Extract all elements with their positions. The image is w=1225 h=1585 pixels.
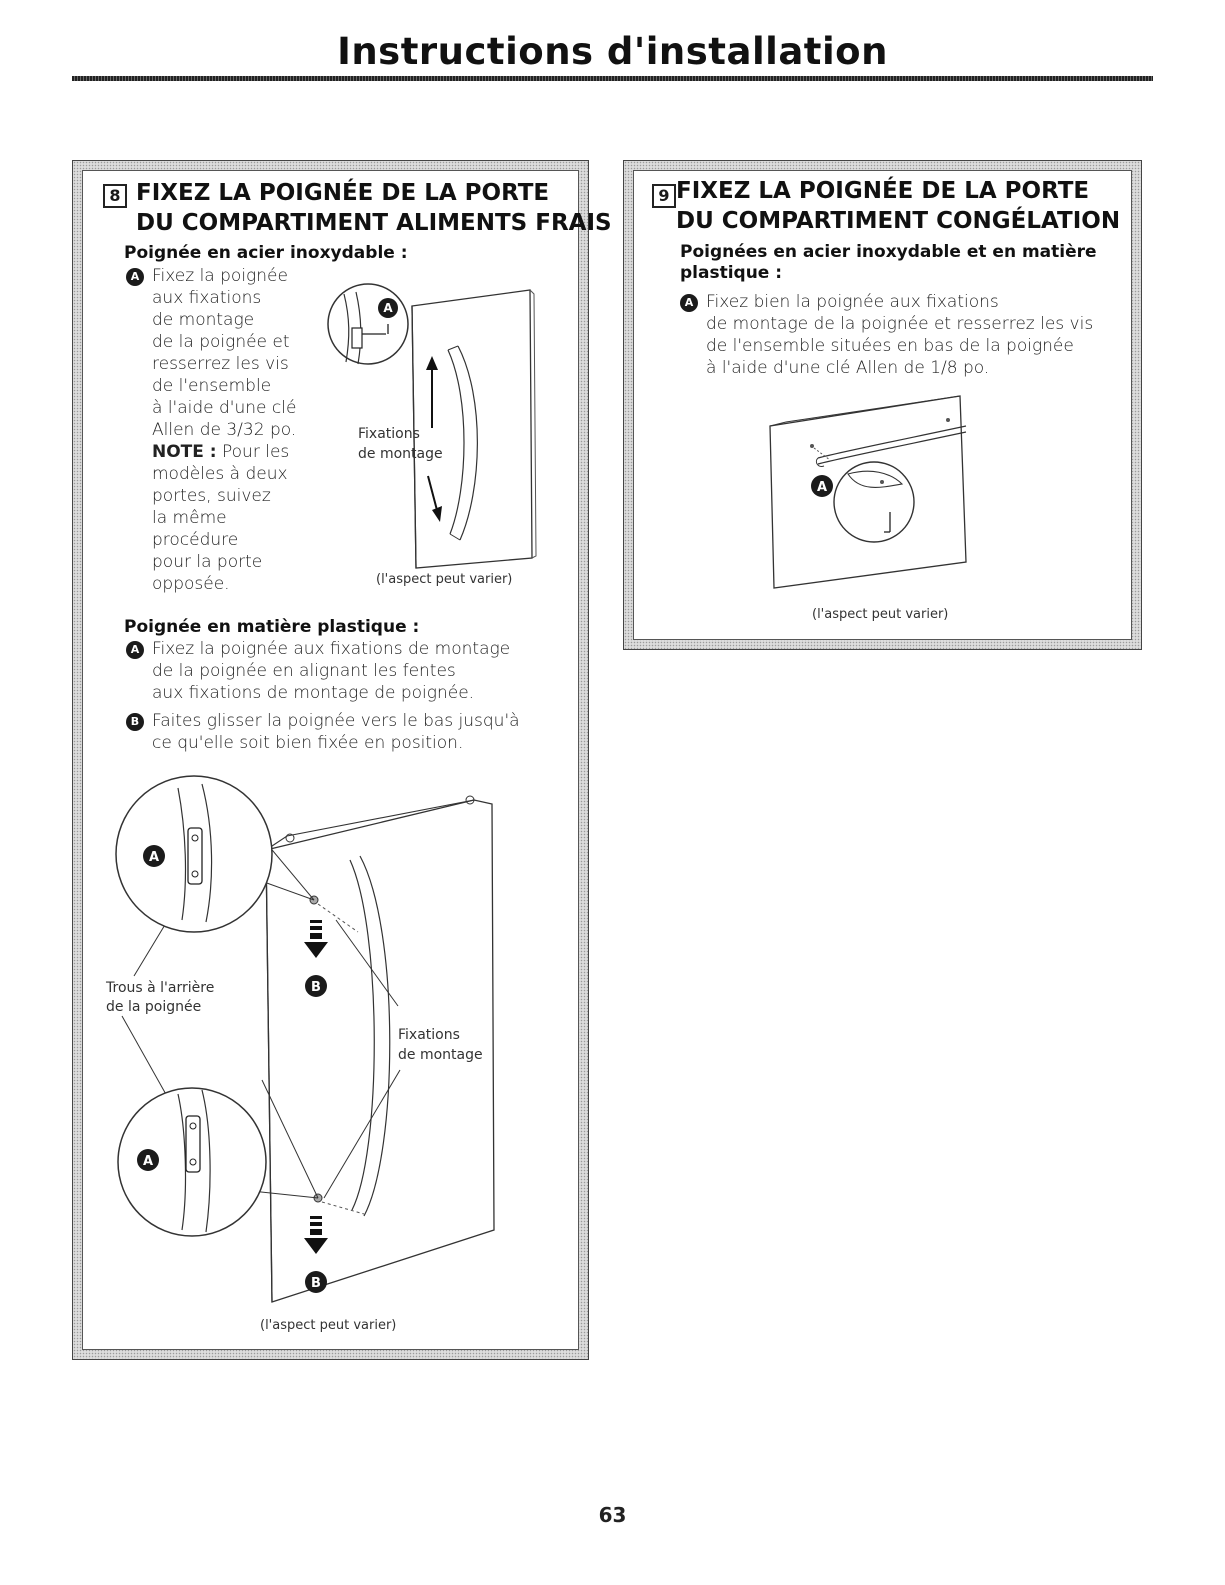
plastic-letter-b: B xyxy=(311,980,321,995)
plastic-fixations-line1: Fixations xyxy=(398,1027,460,1043)
step8-note-line: procédure xyxy=(152,530,239,550)
step9-number-box: 9 xyxy=(652,184,676,208)
plastic-letter-a: A xyxy=(143,1154,153,1169)
step8-plastic-subheading: Poignée en matière plastique : xyxy=(124,617,420,637)
down-arrow-icon xyxy=(304,1216,328,1254)
step8-stainless-line: Fixez la poignée xyxy=(152,266,288,286)
step8-stainless-bullet-a: A xyxy=(126,268,144,286)
step8-note-line: NOTE : Pour les xyxy=(152,441,289,463)
step8-stainless-line: de l'ensemble xyxy=(152,376,272,396)
step8-plastic-bullet-b: B xyxy=(126,713,144,731)
step8-plastic-b-line: ce qu'elle soit bien fixée en position. xyxy=(152,733,464,753)
step8-note-label: NOTE : xyxy=(152,442,217,462)
step8-plastic-a-line: aux fixations de montage de poignée. xyxy=(152,683,475,703)
step8-stainless-line: Allen de 3/32 po. xyxy=(152,420,297,440)
step8-stainless-line: à l'aide d'une clé xyxy=(152,398,297,418)
holes-callout-line2: de la poignée xyxy=(106,999,202,1015)
step8-note-first: Pour les xyxy=(216,442,290,462)
step8-stainless-line: aux fixations xyxy=(152,288,262,308)
stainless-callout-line2: de montage xyxy=(358,446,443,462)
step9-line: Fixez bien la poignée aux fixations xyxy=(706,292,999,312)
step9-heading-line2: DU COMPARTIMENT CONGÉLATION xyxy=(676,208,1121,234)
step8-number-box: 8 xyxy=(103,184,127,208)
plastic-handle-illustration: B B A A xyxy=(115,775,495,1303)
stainless-handle-illustration: A xyxy=(327,283,537,569)
freezer-illustration-caption: (l'aspect peut varier) xyxy=(812,607,949,622)
step8-plastic-a-line: de la poignée en alignant les fentes xyxy=(152,661,456,681)
step8-plastic-a-line: Fixez la poignée aux fixations de montag… xyxy=(152,639,511,659)
step8-stainless-line: resserrez les vis xyxy=(152,354,289,374)
stainless-illustration-caption: (l'aspect peut varier) xyxy=(376,572,513,587)
page-title: Instructions d'installation xyxy=(337,30,888,73)
plastic-letter-b: B xyxy=(311,1276,321,1291)
step8-heading-line2: DU COMPARTIMENT ALIMENTS FRAIS xyxy=(136,210,612,236)
step9-line: à l'aide d'une clé Allen de 1/8 po. xyxy=(706,358,990,378)
step9-line: de montage de la poignée et resserrez le… xyxy=(706,314,1094,334)
step8-stainless-line: de la poignée et xyxy=(152,332,290,352)
title-rule xyxy=(72,76,1153,81)
step9-subheading-line2: plastique : xyxy=(680,263,783,283)
stainless-callout-letter-a: A xyxy=(383,301,393,315)
step8-note-line: pour la porte xyxy=(152,552,263,572)
freezer-handle-illustration: A xyxy=(769,395,967,589)
freezer-letter-a: A xyxy=(817,480,827,495)
step8-heading-line1: FIXEZ LA POIGNÉE DE LA PORTE xyxy=(136,180,550,206)
step8-note-line: opposée. xyxy=(152,574,230,594)
step9-subheading-line1: Poignées en acier inoxydable et en matiè… xyxy=(680,242,1097,262)
step8-note-line: la même xyxy=(152,508,227,528)
holes-callout-line1: Trous à l'arrière xyxy=(106,980,215,996)
step8-stainless-line: de montage xyxy=(152,310,255,330)
step8-plastic-b-line: Faites glisser la poignée vers le bas ju… xyxy=(152,711,520,731)
plastic-letter-a: A xyxy=(149,850,159,865)
step8-note-line: modèles à deux xyxy=(152,464,288,484)
step8-note-line: portes, suivez xyxy=(152,486,271,506)
step9-heading-line1: FIXEZ LA POIGNÉE DE LA PORTE xyxy=(676,178,1090,204)
page-number: 63 xyxy=(598,1503,627,1527)
stainless-callout-line1: Fixations xyxy=(358,426,420,442)
step9-bullet-a: A xyxy=(680,294,698,312)
step9-line: de l'ensemble situées en bas de la poign… xyxy=(706,336,1074,356)
step8-stainless-subheading: Poignée en acier inoxydable : xyxy=(124,243,408,263)
plastic-fixations-line2: de montage xyxy=(398,1047,483,1063)
down-arrow-icon xyxy=(304,920,328,958)
plastic-illustration-caption: (l'aspect peut varier) xyxy=(260,1318,397,1333)
step8-plastic-bullet-a: A xyxy=(126,641,144,659)
